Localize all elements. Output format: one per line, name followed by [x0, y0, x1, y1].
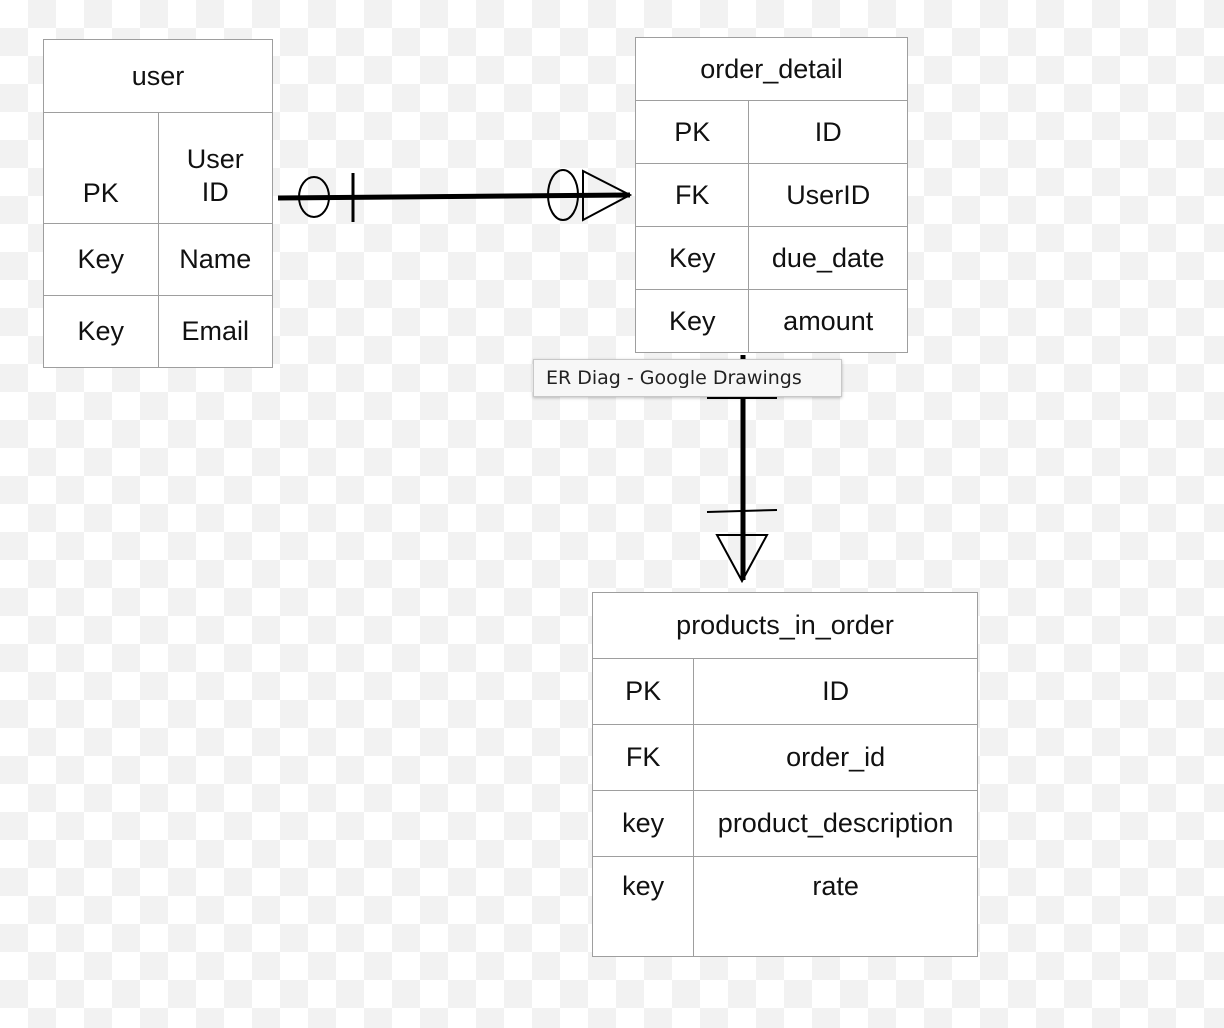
- entity-title: user: [43, 39, 273, 113]
- table-row: key product_description: [591, 790, 978, 857]
- field-cell: Email: [157, 295, 273, 368]
- key-cell: PK: [634, 100, 750, 164]
- table-row: key rate: [591, 856, 978, 957]
- table-row: Key Email: [43, 295, 273, 368]
- table-row: Key amount: [634, 289, 908, 353]
- field-cell: ID: [748, 100, 908, 164]
- key-cell: Key: [43, 223, 159, 296]
- key-cell: key: [591, 790, 695, 857]
- key-cell: FK: [591, 724, 695, 791]
- key-cell: Key: [634, 226, 750, 290]
- field-cell: User ID: [157, 112, 273, 224]
- table-row: FK order_id: [591, 724, 978, 791]
- key-cell: Key: [634, 289, 750, 353]
- zero-circle-icon: [298, 176, 330, 218]
- one-bar-icon: [706, 509, 778, 513]
- relationship-user-order-detail[interactable]: [277, 169, 633, 222]
- table-row: PK User ID: [43, 112, 273, 224]
- entity-title: products_in_order: [592, 592, 978, 659]
- table-row: Key Name: [43, 223, 273, 296]
- field-cell: amount: [748, 289, 908, 353]
- relationship-line: [277, 192, 631, 201]
- key-cell: FK: [634, 163, 750, 227]
- field-cell: ID: [693, 658, 978, 725]
- key-cell: key: [591, 856, 695, 957]
- table-row: FK UserID: [634, 163, 908, 227]
- key-cell: PK: [43, 112, 159, 224]
- table-row: PK ID: [634, 100, 908, 164]
- key-cell: PK: [591, 658, 695, 725]
- table-row: PK ID: [591, 658, 978, 725]
- entity-user[interactable]: user PK User ID Key Name Key Email: [43, 39, 273, 368]
- field-cell: UserID: [748, 163, 908, 227]
- field-cell: rate: [693, 856, 978, 957]
- crow-foot-icon: [582, 169, 633, 222]
- field-cell: product_description: [693, 790, 978, 857]
- crow-foot-icon: [715, 534, 769, 584]
- field-cell: Name: [157, 223, 273, 296]
- entity-order-detail[interactable]: order_detail PK ID FK UserID Key due_dat…: [634, 37, 908, 353]
- key-cell: Key: [43, 295, 159, 368]
- field-cell: order_id: [693, 724, 978, 791]
- table-row: Key due_date: [634, 226, 908, 290]
- field-cell: due_date: [748, 226, 908, 290]
- window-title-tooltip: ER Diag - Google Drawings: [533, 359, 842, 397]
- zero-circle-icon: [547, 169, 579, 221]
- entity-title: order_detail: [635, 37, 908, 101]
- entity-products-in-order[interactable]: products_in_order PK ID FK order_id key …: [591, 592, 978, 957]
